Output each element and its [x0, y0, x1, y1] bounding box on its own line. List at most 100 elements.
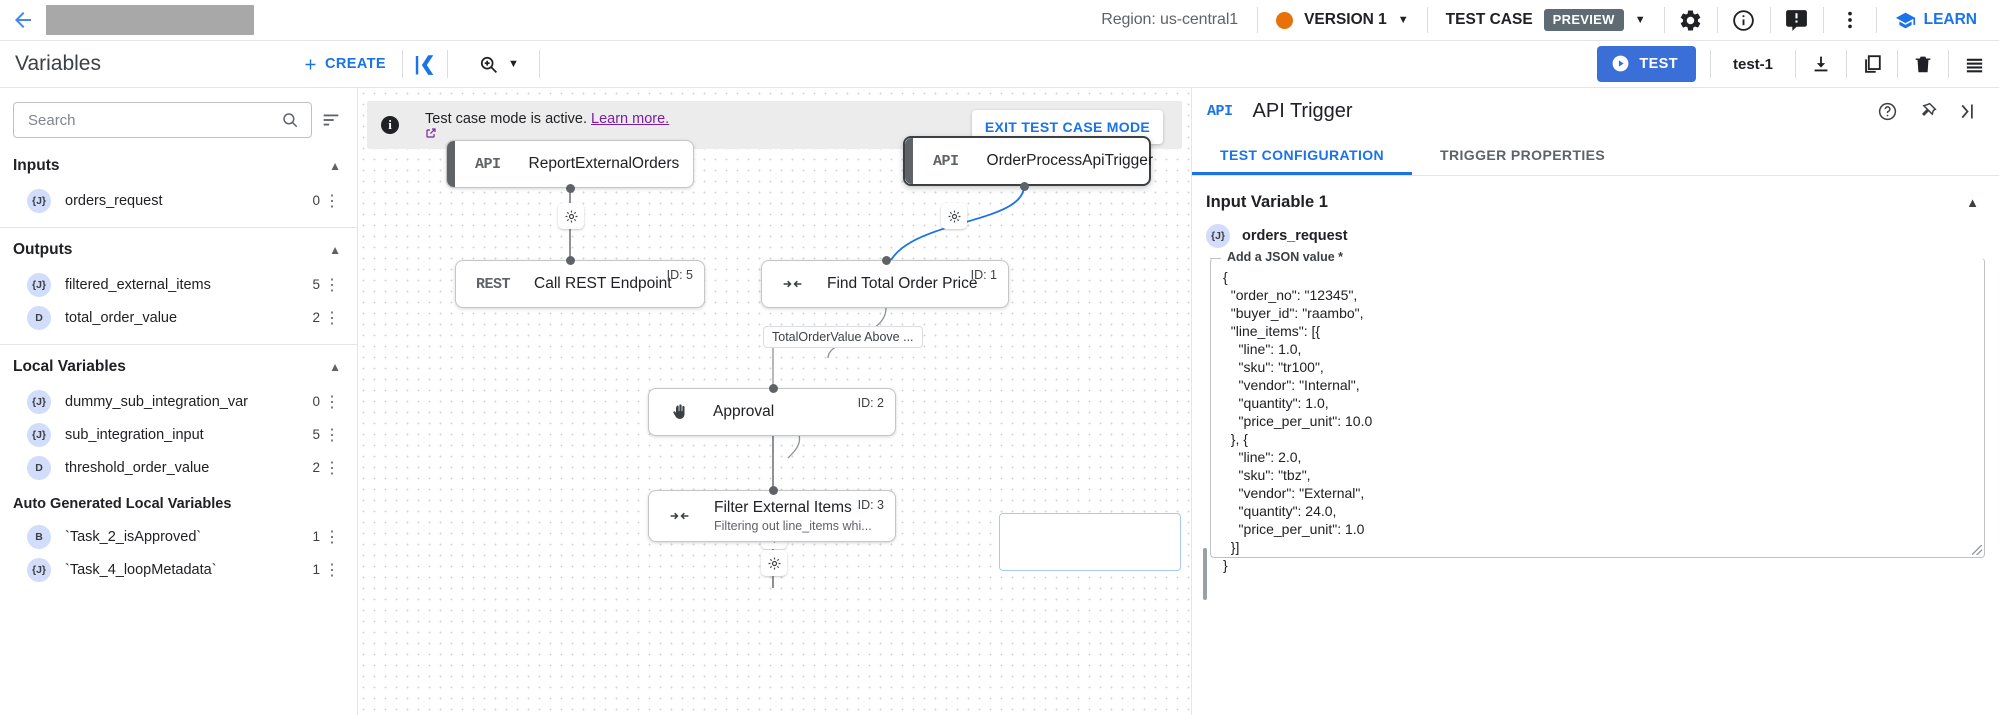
create-variable-button[interactable]: CREATE: [302, 56, 402, 73]
variable-row[interactable]: {J} `Task_4_loopMetadata` 1 ⋮: [0, 553, 357, 586]
node-filter-external-items[interactable]: Filter External Items Filtering out line…: [648, 490, 896, 542]
variable-row[interactable]: {J} orders_request 0 ⋮: [0, 184, 357, 217]
input-variable-section-header[interactable]: Input Variable 1 ▲: [1192, 176, 1999, 222]
search-icon: [279, 111, 301, 129]
approval-hand-icon: [669, 402, 689, 422]
help-icon[interactable]: [1869, 93, 1905, 129]
collapse-left-icon[interactable]: |❮: [414, 53, 436, 75]
variable-row[interactable]: {J} sub_integration_input 5 ⋮: [0, 418, 357, 451]
node-report-external-orders[interactable]: API ReportExternalOrders: [446, 140, 694, 188]
tab-trigger-properties[interactable]: TRIGGER PROPERTIES: [1440, 146, 1606, 163]
node-connector-dot[interactable]: [882, 256, 891, 265]
json-value-field[interactable]: Add a JSON value * { "order_no": "12345"…: [1203, 250, 1985, 600]
row-menu-icon[interactable]: ⋮: [324, 309, 340, 327]
node-connector-dot[interactable]: [769, 486, 778, 495]
divider: [401, 50, 403, 78]
variable-count: 1: [312, 562, 320, 577]
row-menu-icon[interactable]: ⋮: [324, 393, 340, 411]
variable-row[interactable]: B `Task_2_isApproved` 1 ⋮: [0, 520, 357, 553]
section-title: Local Variables: [13, 358, 126, 375]
row-menu-icon[interactable]: ⋮: [324, 459, 340, 477]
row-menu-icon[interactable]: ⋮: [324, 426, 340, 444]
variable-row[interactable]: D total_order_value 2 ⋮: [0, 301, 357, 334]
tab-test-configuration[interactable]: TEST CONFIGURATION: [1192, 134, 1413, 175]
node-connector-dot[interactable]: [769, 384, 778, 393]
type-badge: {J}: [27, 389, 51, 414]
section-header-outputs[interactable]: Outputs ▲: [0, 232, 357, 268]
feedback-icon[interactable]: [1771, 0, 1823, 41]
json-value-text[interactable]: { "order_no": "12345", "buyer_id": "raam…: [1223, 269, 1373, 573]
row-menu-icon[interactable]: ⋮: [324, 276, 340, 294]
node-type-label: API: [933, 152, 959, 170]
node-call-rest-endpoint[interactable]: REST Call REST Endpoint ID: 5: [455, 260, 705, 308]
region-label: Region: us-central1: [1101, 11, 1239, 28]
panel-scrollbar-thumb[interactable]: [1203, 548, 1207, 600]
collapse-right-icon[interactable]: [1949, 93, 1985, 129]
section-header-local-variables[interactable]: Local Variables ▲: [0, 349, 357, 385]
version-selector[interactable]: VERSION 1 ▼: [1258, 11, 1427, 29]
data-mapping-icon: [669, 508, 690, 524]
resize-handle[interactable]: [1972, 545, 1982, 555]
row-menu-icon[interactable]: ⋮: [324, 561, 340, 579]
zoom-in-icon: [478, 54, 499, 75]
variable-count: 2: [312, 460, 320, 475]
panel-tabs: TEST CONFIGURATION TRIGGER PROPERTIES: [1192, 134, 1999, 176]
search-input[interactable]: [28, 111, 279, 129]
node-connector-dot[interactable]: [1020, 182, 1029, 191]
exit-test-case-mode-button[interactable]: EXIT TEST CASE MODE: [971, 110, 1163, 144]
variable-count: 5: [312, 427, 320, 442]
node-type-label: API: [475, 155, 501, 173]
node-title: OrderProcessApiTrigger: [986, 152, 1154, 169]
test-button[interactable]: TEST: [1597, 46, 1696, 82]
node-title: ReportExternalOrders: [528, 155, 680, 172]
variable-row[interactable]: {J} filtered_external_items 5 ⋮: [0, 268, 357, 301]
download-icon[interactable]: [1796, 41, 1846, 88]
divider: [1257, 7, 1259, 33]
section-header-inputs[interactable]: Inputs ▲: [0, 148, 357, 184]
node-find-total-order-price[interactable]: Find Total Order Price ID: 1: [761, 260, 1009, 308]
info-icon: i: [381, 116, 399, 134]
external-link-icon: [425, 127, 669, 139]
copy-icon[interactable]: [1847, 41, 1897, 88]
info-icon[interactable]: [1718, 0, 1770, 41]
pin-icon[interactable]: [1909, 93, 1945, 129]
learn-button[interactable]: LEARN: [1877, 10, 1999, 31]
variable-name: orders_request: [65, 192, 163, 209]
test-case-selector[interactable]: TEST CASE PREVIEW ▼: [1428, 9, 1664, 31]
node-connector-dot[interactable]: [566, 184, 575, 193]
search-input-wrapper[interactable]: [13, 102, 312, 138]
edge-condition-label[interactable]: TotalOrderValue Above ...: [763, 326, 923, 348]
edge-gear-icon[interactable]: [941, 203, 967, 229]
settings-gear-icon[interactable]: [1665, 0, 1717, 41]
node-connector-dot[interactable]: [566, 256, 575, 265]
variable-row[interactable]: D threshold_order_value 2 ⋮: [0, 451, 357, 484]
node-approval[interactable]: Approval ID: 2: [648, 388, 896, 436]
trash-icon[interactable]: [1898, 41, 1948, 88]
learn-more-link[interactable]: Learn more.: [591, 111, 670, 127]
sort-icon[interactable]: [318, 109, 344, 131]
divider: [1822, 7, 1824, 33]
integration-canvas[interactable]: i Test case mode is active. Learn more. …: [358, 88, 1191, 715]
variable-name: orders_request: [1242, 228, 1348, 244]
row-menu-icon[interactable]: ⋮: [324, 528, 340, 546]
edge-gear-icon[interactable]: [558, 203, 584, 229]
test-label: TEST: [1639, 55, 1678, 72]
list-icon[interactable]: [1949, 41, 1999, 88]
divider: [1663, 7, 1665, 33]
edge-gear-icon[interactable]: [761, 550, 787, 576]
test-case-name[interactable]: test-1: [1732, 55, 1773, 73]
test-case-label: TEST CASE: [1445, 11, 1533, 28]
divider: [1948, 50, 1949, 78]
node-order-process-api-trigger[interactable]: API OrderProcessApiTrigger: [903, 136, 1154, 186]
chevron-down-icon: ▼: [1397, 14, 1409, 26]
node-id-badge: ID: 1: [970, 268, 997, 282]
toolbar-right-group: TEST test-1: [1597, 41, 1999, 88]
row-menu-icon[interactable]: ⋮: [324, 192, 340, 210]
more-vert-icon[interactable]: [1824, 0, 1876, 41]
variable-count: 0: [312, 394, 320, 409]
zoom-control[interactable]: ▼: [448, 54, 539, 75]
back-arrow-icon[interactable]: [0, 8, 46, 32]
divider: [1795, 50, 1796, 78]
divider: [446, 50, 448, 78]
variable-row[interactable]: {J} dummy_sub_integration_var 0 ⋮: [0, 385, 357, 418]
